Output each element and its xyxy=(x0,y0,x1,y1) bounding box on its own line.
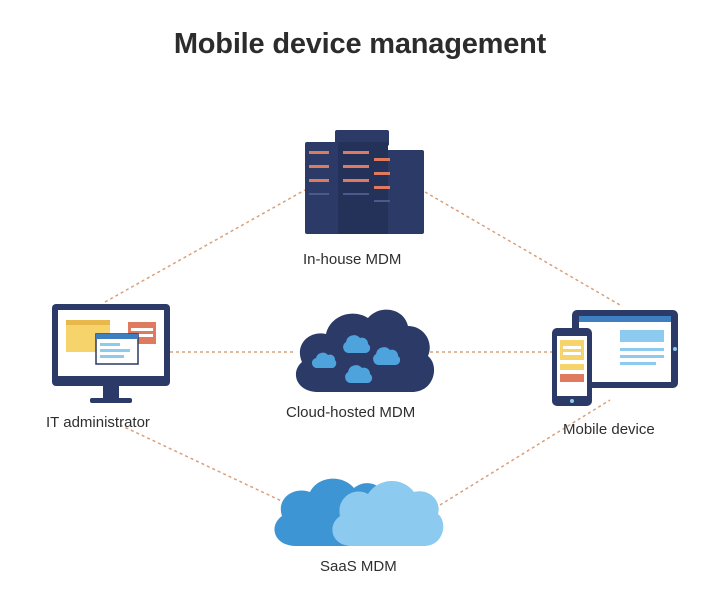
connectors xyxy=(104,189,621,506)
desktop-monitor-icon xyxy=(52,304,170,403)
connector-admin-inhouse xyxy=(104,189,306,303)
cloud-hosted-mdm-label: Cloud-hosted MDM xyxy=(286,404,416,421)
connector-admin-saas xyxy=(119,424,291,506)
it-administrator-label: IT administrator xyxy=(46,414,150,431)
cloud-icon xyxy=(295,309,435,392)
server-rack-icon xyxy=(305,130,424,234)
saas-mdm-label: SaaS MDM xyxy=(320,558,397,575)
saas-cloud-icon xyxy=(274,478,444,546)
connector-inhouse-mobile xyxy=(424,191,621,306)
diagram-title: Mobile device management xyxy=(173,28,547,60)
tablet-phone-icon xyxy=(552,310,678,406)
inhouse-mdm-label: In-house MDM xyxy=(303,251,402,268)
connector-saas-mobile xyxy=(439,399,611,506)
mobile-device-label: Mobile device xyxy=(563,421,655,438)
